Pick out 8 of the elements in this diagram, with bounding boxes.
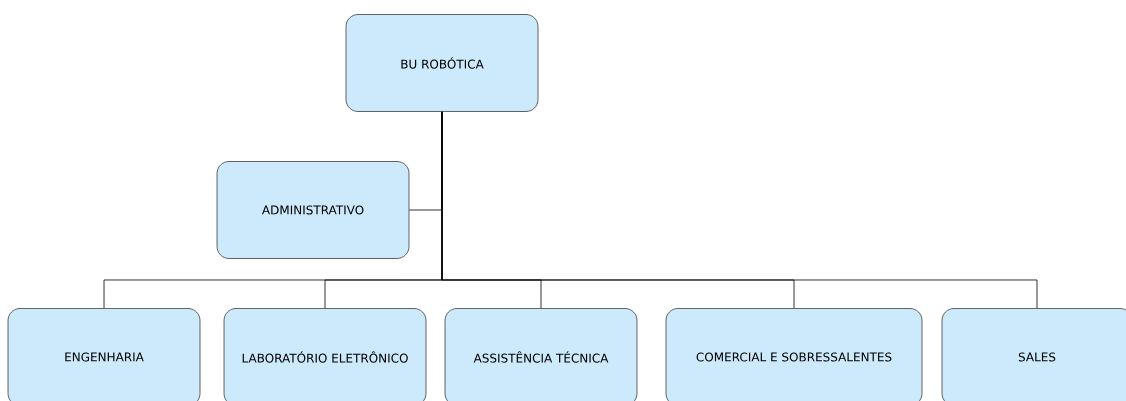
org-box: ADMINISTRATIVO	[216, 161, 410, 259]
org-box: BU ROBÓTICA	[345, 14, 539, 112]
org-box: COMERCIAL E SOBRESSALENTES	[665, 308, 923, 401]
org-box: LABORATÓRIO ELETRÔNICO	[223, 308, 427, 401]
org-box: ENGENHARIA	[7, 308, 201, 401]
connector-line	[441, 111, 1038, 309]
org-box: SALES	[941, 308, 1126, 401]
org-box: ASSISTÊNCIA TÉCNICA	[444, 308, 638, 401]
